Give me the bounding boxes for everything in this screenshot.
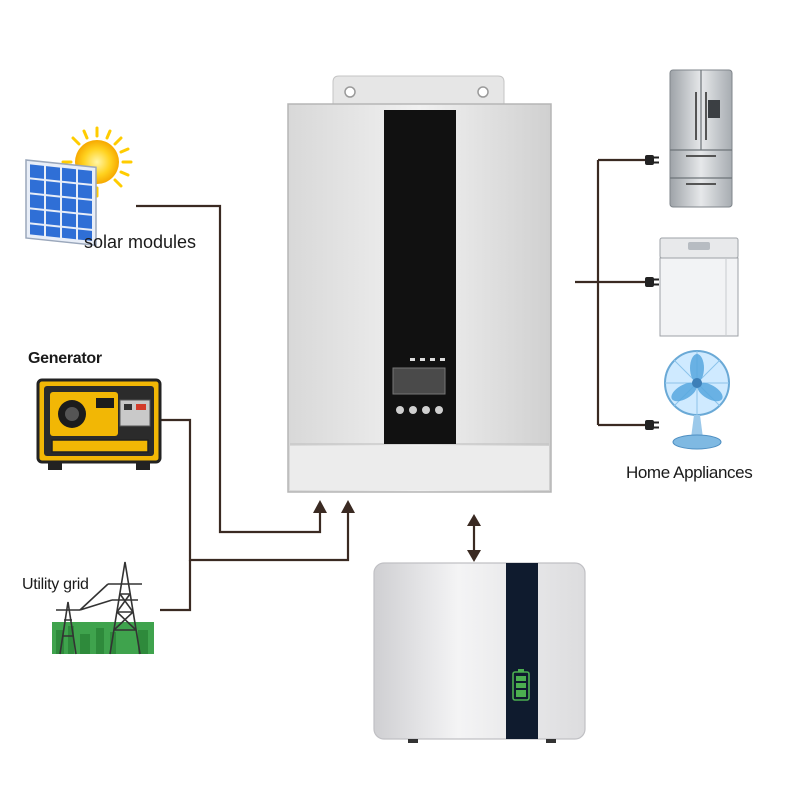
home-appliances-label: Home Appliances <box>626 463 753 482</box>
plug-icon <box>645 277 659 287</box>
refrigerator-icon <box>669 69 733 208</box>
utility-grid-label: Utility grid <box>22 576 89 593</box>
plug-icon <box>645 155 659 165</box>
battery-arrow-down <box>467 550 481 562</box>
battery-unit <box>373 562 586 743</box>
solar-module-icon <box>25 126 133 247</box>
generator-icon <box>36 378 162 470</box>
sun-icon <box>61 126 133 198</box>
washing-machine-icon <box>659 237 739 337</box>
inverter-unit <box>287 75 552 493</box>
wiring <box>136 158 645 612</box>
battery-arrow-up <box>467 514 481 526</box>
solar-panel <box>25 159 97 247</box>
solar-modules-label: solar modules <box>84 232 197 252</box>
electric-fan-icon <box>664 350 730 450</box>
solar-wire <box>136 204 322 534</box>
inverter-status-leds <box>410 358 445 361</box>
solar-arrow <box>313 500 327 513</box>
plug-connectors <box>645 155 659 430</box>
inverter-mount-bracket <box>332 75 505 105</box>
plug-icon <box>645 420 659 430</box>
battery-strip <box>506 563 538 739</box>
generator-arrow <box>341 500 355 513</box>
battery-level-icon <box>512 669 530 701</box>
utility-grid-icon <box>52 561 154 655</box>
flow-arrows <box>313 500 481 562</box>
inverter-buttons <box>396 406 443 414</box>
inverter-lcd-screen <box>392 367 446 395</box>
battery-body <box>373 562 586 740</box>
utility-wire <box>160 560 192 612</box>
generator-label: Generator <box>28 350 102 367</box>
